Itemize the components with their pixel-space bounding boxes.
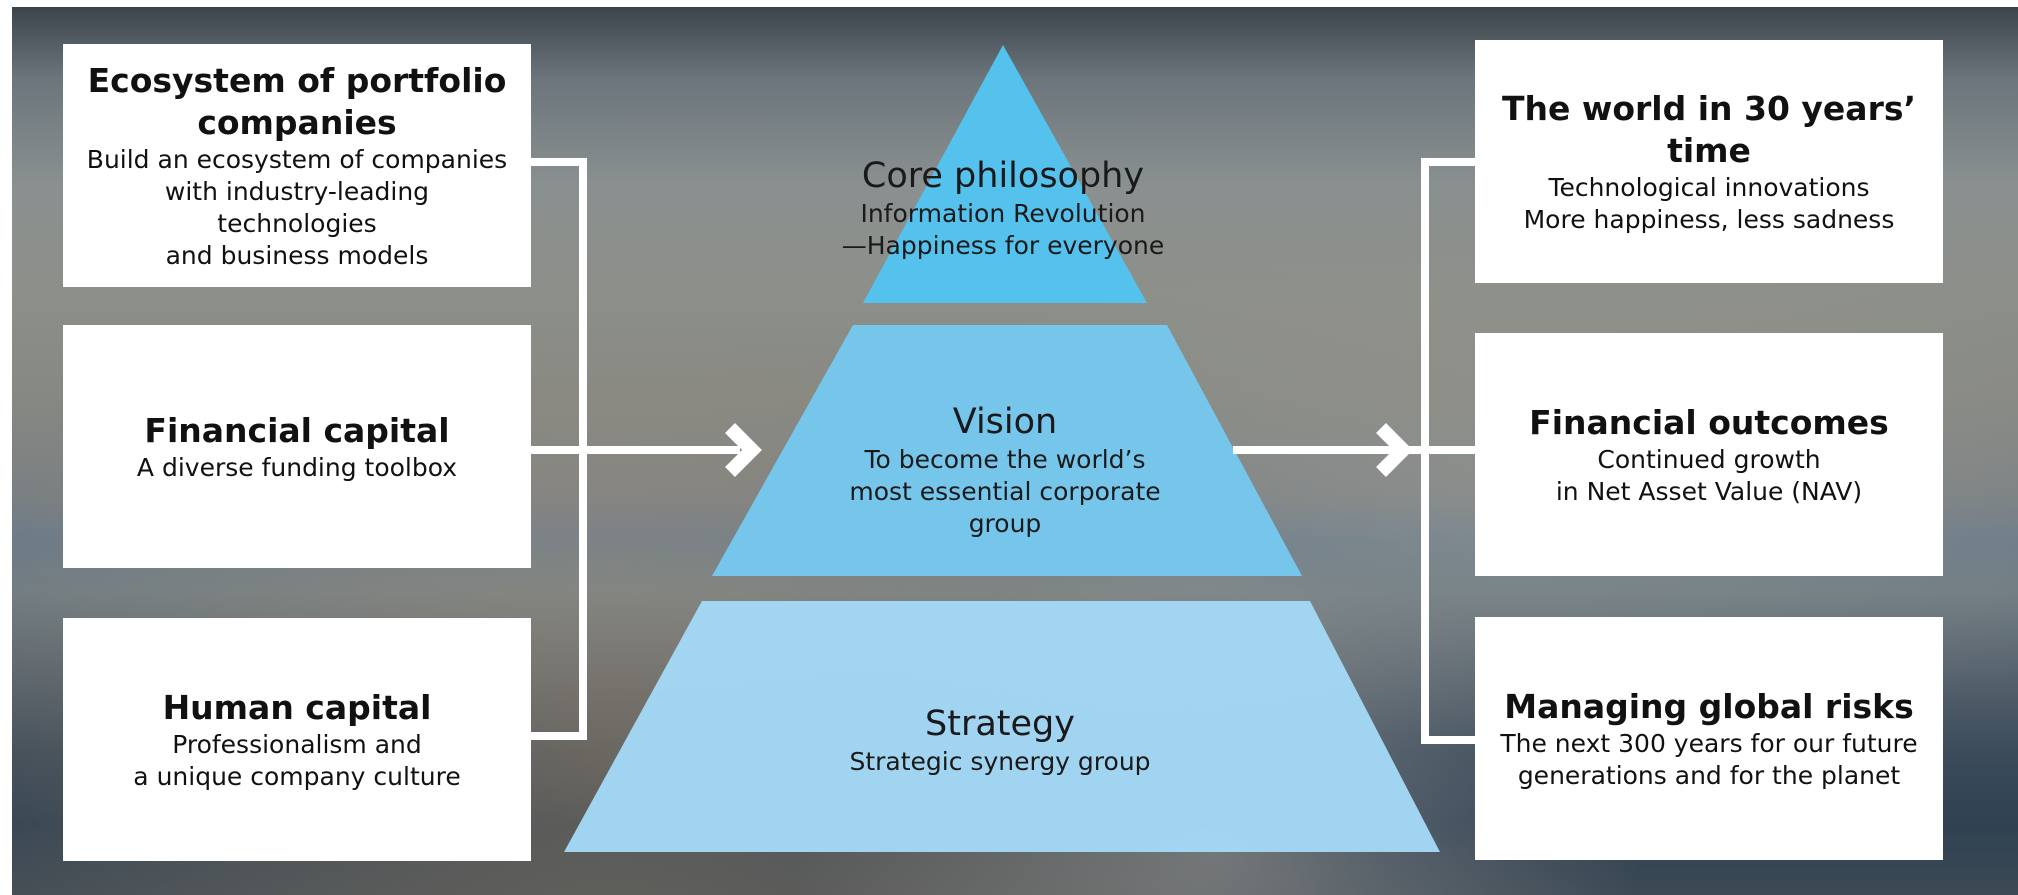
output-box-global-risks: Managing global risks The next 300 years… [1475, 617, 1943, 860]
input-title: Human capital [162, 687, 432, 727]
output-title: Financial outcomes [1529, 402, 1889, 442]
output-desc: Continued growth in Net Asset Value (NAV… [1555, 444, 1863, 506]
right-arrow-head [1376, 423, 1413, 477]
input-box-ecosystem: Ecosystem of portfolio companies Build a… [63, 44, 531, 287]
output-desc: The next 300 years for our future genera… [1500, 728, 1918, 790]
input-desc: Professionalism and a unique company cul… [133, 729, 461, 791]
input-box-human-capital: Human capital Professionalism and a uniq… [63, 618, 531, 861]
left-arrow-head [725, 423, 762, 477]
tier-middle-title: Vision [952, 402, 1058, 442]
tier-bottom-desc: Strategic synergy group [849, 747, 1151, 776]
tier-top-text: Core philosophy Information Revolution —… [803, 154, 1203, 262]
output-box-financial-outcomes: Financial outcomes Continued growth in N… [1475, 333, 1943, 576]
input-title: Financial capital [144, 410, 450, 450]
left-bracket-connector [530, 158, 740, 740]
tier-bottom-text: Strategy Strategic synergy group [780, 702, 1220, 778]
tier-top-title: Core philosophy [861, 156, 1145, 196]
input-title: Ecosystem of portfolio companies [87, 60, 507, 142]
tier-bottom-title: Strategy [925, 704, 1075, 744]
input-box-financial-capital: Financial capital A diverse funding tool… [63, 325, 531, 568]
tier-top-desc: Information Revolution —Happiness for ev… [841, 199, 1165, 260]
tier-middle-desc: To become the world’s most essential cor… [849, 445, 1161, 538]
output-title: Managing global risks [1504, 686, 1914, 726]
tier-middle-text: Vision To become the world’s most essent… [780, 400, 1230, 540]
input-desc: A diverse funding toolbox [136, 452, 458, 482]
pyramid-tier-top [863, 45, 1147, 303]
pyramid-tier-bottom [564, 601, 1440, 852]
output-box-world-30-years: The world in 30 years’ time Technologica… [1475, 40, 1943, 283]
output-desc: Technological innovations More happiness… [1523, 172, 1895, 234]
pyramid-tier-middle [712, 325, 1302, 576]
input-desc: Build an ecosystem of companies with ind… [86, 144, 508, 270]
output-title: The world in 30 years’ time [1501, 88, 1917, 170]
